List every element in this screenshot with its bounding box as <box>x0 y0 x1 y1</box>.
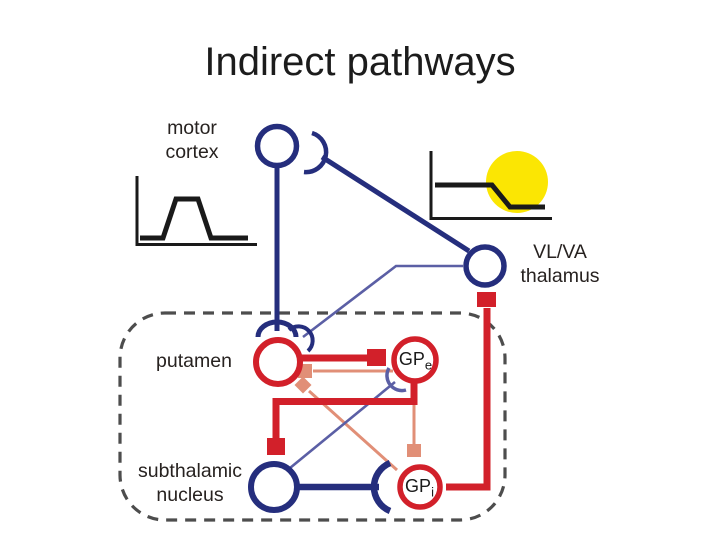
edge-stn-to-gpe <box>289 380 396 470</box>
node-motor-cortex <box>254 123 300 169</box>
cortex-plot-axes <box>135 176 257 246</box>
node-thalamus <box>463 244 507 288</box>
label-motor-cortex-line2: cortex <box>165 140 219 163</box>
inhibitory-terminal-icon <box>267 438 285 455</box>
inhibitory-terminal-icon <box>477 292 496 307</box>
label-gpe-main: GP <box>398 349 425 369</box>
excitatory-cup-icon <box>385 367 407 393</box>
inhibitory-terminal-icon <box>294 376 312 394</box>
label-gpi-sub: i <box>431 484 434 500</box>
label-thalamus-line1: VL/VA <box>533 241 587 263</box>
edge-thalamus-to-cortex <box>320 154 471 254</box>
excitatory-cup-icon <box>370 460 392 514</box>
label-motor-cortex-line1: motor <box>167 117 217 139</box>
label-thalamus-line2: thalamus <box>520 264 600 287</box>
node-gpe <box>391 336 439 384</box>
excitatory-cup-icon <box>287 324 315 353</box>
basal-ganglia-boundary <box>118 311 507 522</box>
thalamus-plot-axes <box>429 151 552 220</box>
node-gpi <box>397 464 443 510</box>
node-putamen <box>253 337 303 387</box>
cortex-activity-trace <box>140 196 248 241</box>
excitatory-cup-icon <box>255 319 299 338</box>
label-thalamus: VL/VA thalamus <box>480 241 640 288</box>
label-stn-line1: subthalamic <box>137 460 243 482</box>
label-putamen: putamen <box>156 350 232 372</box>
label-gpi-main: GP <box>405 476 432 496</box>
label-stn-line2: nucleus <box>156 483 224 506</box>
label-motor-cortex: motor cortex <box>112 117 272 164</box>
label-gpe: GPe <box>394 349 437 373</box>
highlight-circle <box>486 151 548 213</box>
label-gpe-sub: e <box>424 357 433 373</box>
label-gpi: GPi <box>398 476 441 500</box>
edge-gpe-to-stn <box>272 382 418 438</box>
slide-title: Indirect pathways <box>204 40 516 84</box>
edge-thalamus-to-putamen <box>302 264 463 339</box>
thalamus-activity-trace <box>435 182 545 210</box>
label-stn: subthalamic nucleus <box>100 460 280 507</box>
excitatory-cup-icon <box>303 130 329 175</box>
inhibitory-terminal-icon <box>407 444 421 457</box>
inhibitory-terminal-icon <box>367 349 386 366</box>
node-stn <box>248 461 300 513</box>
edge-gpi-to-thalamus <box>446 308 491 491</box>
